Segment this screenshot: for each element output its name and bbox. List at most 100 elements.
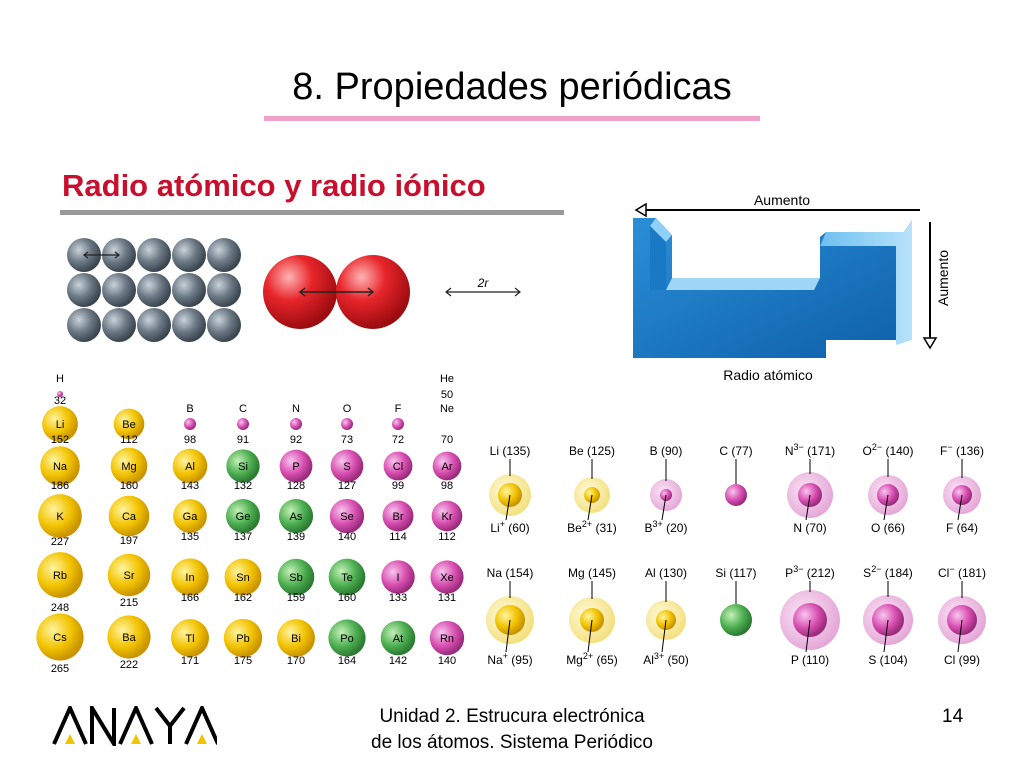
atom-radius-value: 222 xyxy=(120,659,138,671)
atom-label: Si (117) xyxy=(715,566,756,580)
atom-sphere xyxy=(110,447,148,485)
atom-radius-value: 131 xyxy=(438,592,456,604)
atom-sphere xyxy=(392,418,404,430)
atom-label: O (66) xyxy=(871,521,905,535)
atom-symbol: Bi xyxy=(291,633,301,645)
atom-b: B98 xyxy=(184,403,196,446)
anion-radius: (181) xyxy=(955,566,986,580)
cation-symbol: Mg xyxy=(566,653,583,667)
atom-radius-value: 162 xyxy=(234,592,252,604)
atom-symbol: Xe xyxy=(440,572,453,584)
atom-radius-value: 114 xyxy=(389,531,407,543)
atom-sphere xyxy=(429,620,465,656)
footer-line-1: Unidad 2. Estrucura electrónica xyxy=(379,706,645,727)
atom-symbol: Ca xyxy=(122,511,137,523)
atom-radius-value: 99 xyxy=(392,480,404,492)
atom-symbol: Cl xyxy=(393,461,403,473)
ion-pair-0: Li (135)Li+ (60) xyxy=(489,444,531,535)
atom-sphere xyxy=(224,558,262,596)
atom-sphere xyxy=(720,604,752,636)
atom-sphere xyxy=(107,615,151,659)
atom-na: Na 186 xyxy=(40,446,80,492)
atom-symbol: Sr xyxy=(124,570,135,582)
atom-symbol: Kr xyxy=(442,511,453,523)
atom-label: Al (130) xyxy=(645,566,687,580)
anion-charge: 3− xyxy=(793,564,803,574)
ion-pair-12: S2− (184)S (104) xyxy=(863,564,913,667)
atom-sphere xyxy=(382,500,414,532)
anion-label: O2− (140) xyxy=(863,442,914,458)
anion-label: N3− (171) xyxy=(785,442,835,458)
atom-label: Cl (99) xyxy=(944,653,980,667)
atom-radius-value: 197 xyxy=(120,535,138,547)
atom-symbol: Po xyxy=(340,633,353,645)
atom-symbol: Ar xyxy=(442,461,453,473)
atom-symbol: Ga xyxy=(183,511,199,523)
cation-radius: (20) xyxy=(663,521,688,535)
slide-footer: Unidad 2. Estrucura electrónica de los á… xyxy=(0,704,1024,756)
atomic-radius-trend-diagram: Aumento Aumento Radio atómico xyxy=(633,192,951,383)
atom-radius-value: 227 xyxy=(51,536,69,548)
atom-radius-value: 186 xyxy=(51,480,69,492)
atom-sphere xyxy=(328,558,366,596)
atom-sphere xyxy=(380,620,416,656)
atom-symbol: Ne xyxy=(440,403,454,415)
atom-o: O73 xyxy=(341,403,353,446)
atom-symbol: Na xyxy=(53,461,68,473)
atom-sphere xyxy=(38,494,82,538)
atom-h: H 32 xyxy=(54,373,66,407)
atom-symbol: Cs xyxy=(53,632,67,644)
atom-radius-value: 98 xyxy=(441,480,453,492)
atom-symbol: Sn xyxy=(236,572,249,584)
atom-sphere xyxy=(57,391,63,397)
atom-radius-value: 133 xyxy=(389,592,407,604)
atom-symbol: Ge xyxy=(236,511,251,523)
anion-charge: − xyxy=(949,564,954,574)
slide-title: 8. Propiedades periódicas xyxy=(292,66,732,108)
atom-sphere xyxy=(237,418,249,430)
atom-radius-value: 175 xyxy=(234,655,252,667)
atom-sphere xyxy=(173,499,207,533)
trend-side-label: Aumento xyxy=(935,250,951,306)
cation-label: Be2+ (31) xyxy=(567,519,617,535)
atom-radius-value: 142 xyxy=(389,655,407,667)
atom-radius-value: 128 xyxy=(287,480,305,492)
cation-label: B3+ (20) xyxy=(645,519,688,535)
atom-ar: Ar 98 xyxy=(432,451,462,492)
anion-radius: (184) xyxy=(881,566,912,580)
trend-top-label: Aumento xyxy=(754,192,810,208)
atom-sphere xyxy=(40,446,80,486)
atom-radius-value: 32 xyxy=(54,395,66,407)
atom-radius-value: 73 xyxy=(341,434,353,446)
trend-bottom-label: Radio atómico xyxy=(723,367,813,383)
atom-label: Na (154) xyxy=(487,566,534,580)
ion-pair-2: B (90)B3+ (20) xyxy=(645,444,688,535)
atom-sphere xyxy=(277,619,315,657)
atom-symbol: Rn xyxy=(440,633,454,645)
atom-symbol: H xyxy=(56,373,64,385)
atom-symbol: Sb xyxy=(289,572,302,584)
atom-sphere xyxy=(42,406,78,442)
anion-label: Cl− (181) xyxy=(938,564,986,580)
atomic-radii-table: H32He50Li152Be112B98C91N92O73F72Ne70Na18… xyxy=(36,373,465,675)
anion-charge: 2− xyxy=(871,564,881,574)
atom-sphere xyxy=(330,449,364,483)
atom-radius-value: 160 xyxy=(120,480,138,492)
atom-radius-value: 139 xyxy=(287,531,305,543)
atom-radius-value: 98 xyxy=(184,434,196,446)
anion-symbol: F xyxy=(940,444,947,458)
atom-radius-value: 152 xyxy=(51,434,69,446)
page-number: 14 xyxy=(942,706,964,727)
